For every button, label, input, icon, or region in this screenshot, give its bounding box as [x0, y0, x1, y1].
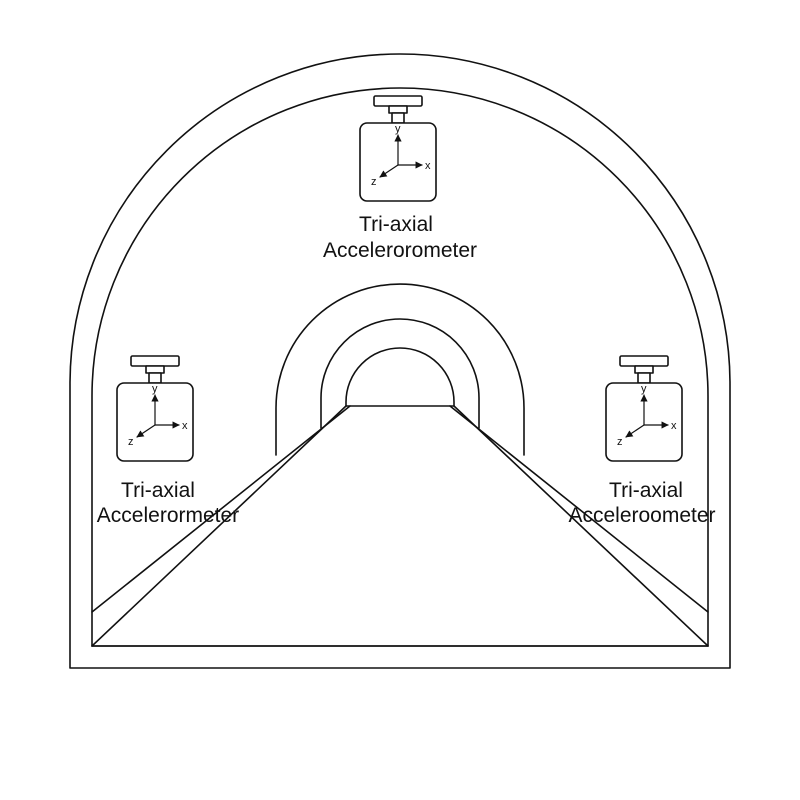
portal-arch-middle: [320, 318, 480, 429]
z-axis-label: z: [128, 436, 134, 448]
mount-neck: [145, 365, 165, 374]
z-axis-label: z: [371, 176, 377, 188]
sensor-right-label-line2: Acceleroometer: [568, 504, 715, 527]
walkway-right-edge: [449, 405, 709, 613]
walkway-left-edge: [91, 405, 351, 613]
y-axis-label: y: [641, 383, 647, 395]
mount-neck: [634, 365, 654, 374]
y-axis-label: y: [395, 123, 401, 135]
sensor-left-label-line1: Tri-axial: [121, 479, 195, 502]
sensor-top-label-line2: Accelerorometer: [323, 239, 477, 262]
sensor-left-label-line2: Accelerormeter: [97, 504, 239, 527]
tunnel-outer-wall: [69, 53, 731, 669]
x-axis-label: x: [671, 420, 677, 432]
portal-arch-inner: [345, 347, 455, 407]
sensor-right-label-line1: Tri-axial: [609, 479, 683, 502]
accelerometer-top: y x z: [359, 95, 437, 202]
mount-plate: [619, 355, 669, 367]
z-axis-arrow: [379, 164, 399, 178]
accelerometer-left: y x z: [116, 355, 194, 462]
z-axis-arrow: [136, 424, 156, 438]
y-axis-label: y: [152, 383, 158, 395]
mount-stem: [148, 372, 162, 384]
mount-stem: [637, 372, 651, 384]
mount-neck: [388, 105, 408, 114]
portal-arch-outer: [275, 283, 525, 456]
road-right-edge: [453, 405, 709, 647]
accelerometer-right: y x z: [605, 355, 683, 462]
sensor-top-label-line1: Tri-axial: [359, 213, 433, 236]
mount-plate: [373, 95, 423, 107]
z-axis-label: z: [617, 436, 623, 448]
z-axis-arrow: [625, 424, 645, 438]
road-left-edge: [91, 405, 347, 647]
mount-stem: [391, 112, 405, 124]
tunnel-inner-wall: [91, 87, 709, 647]
x-axis-label: x: [182, 420, 188, 432]
mount-plate: [130, 355, 180, 367]
x-axis-label: x: [425, 160, 431, 172]
